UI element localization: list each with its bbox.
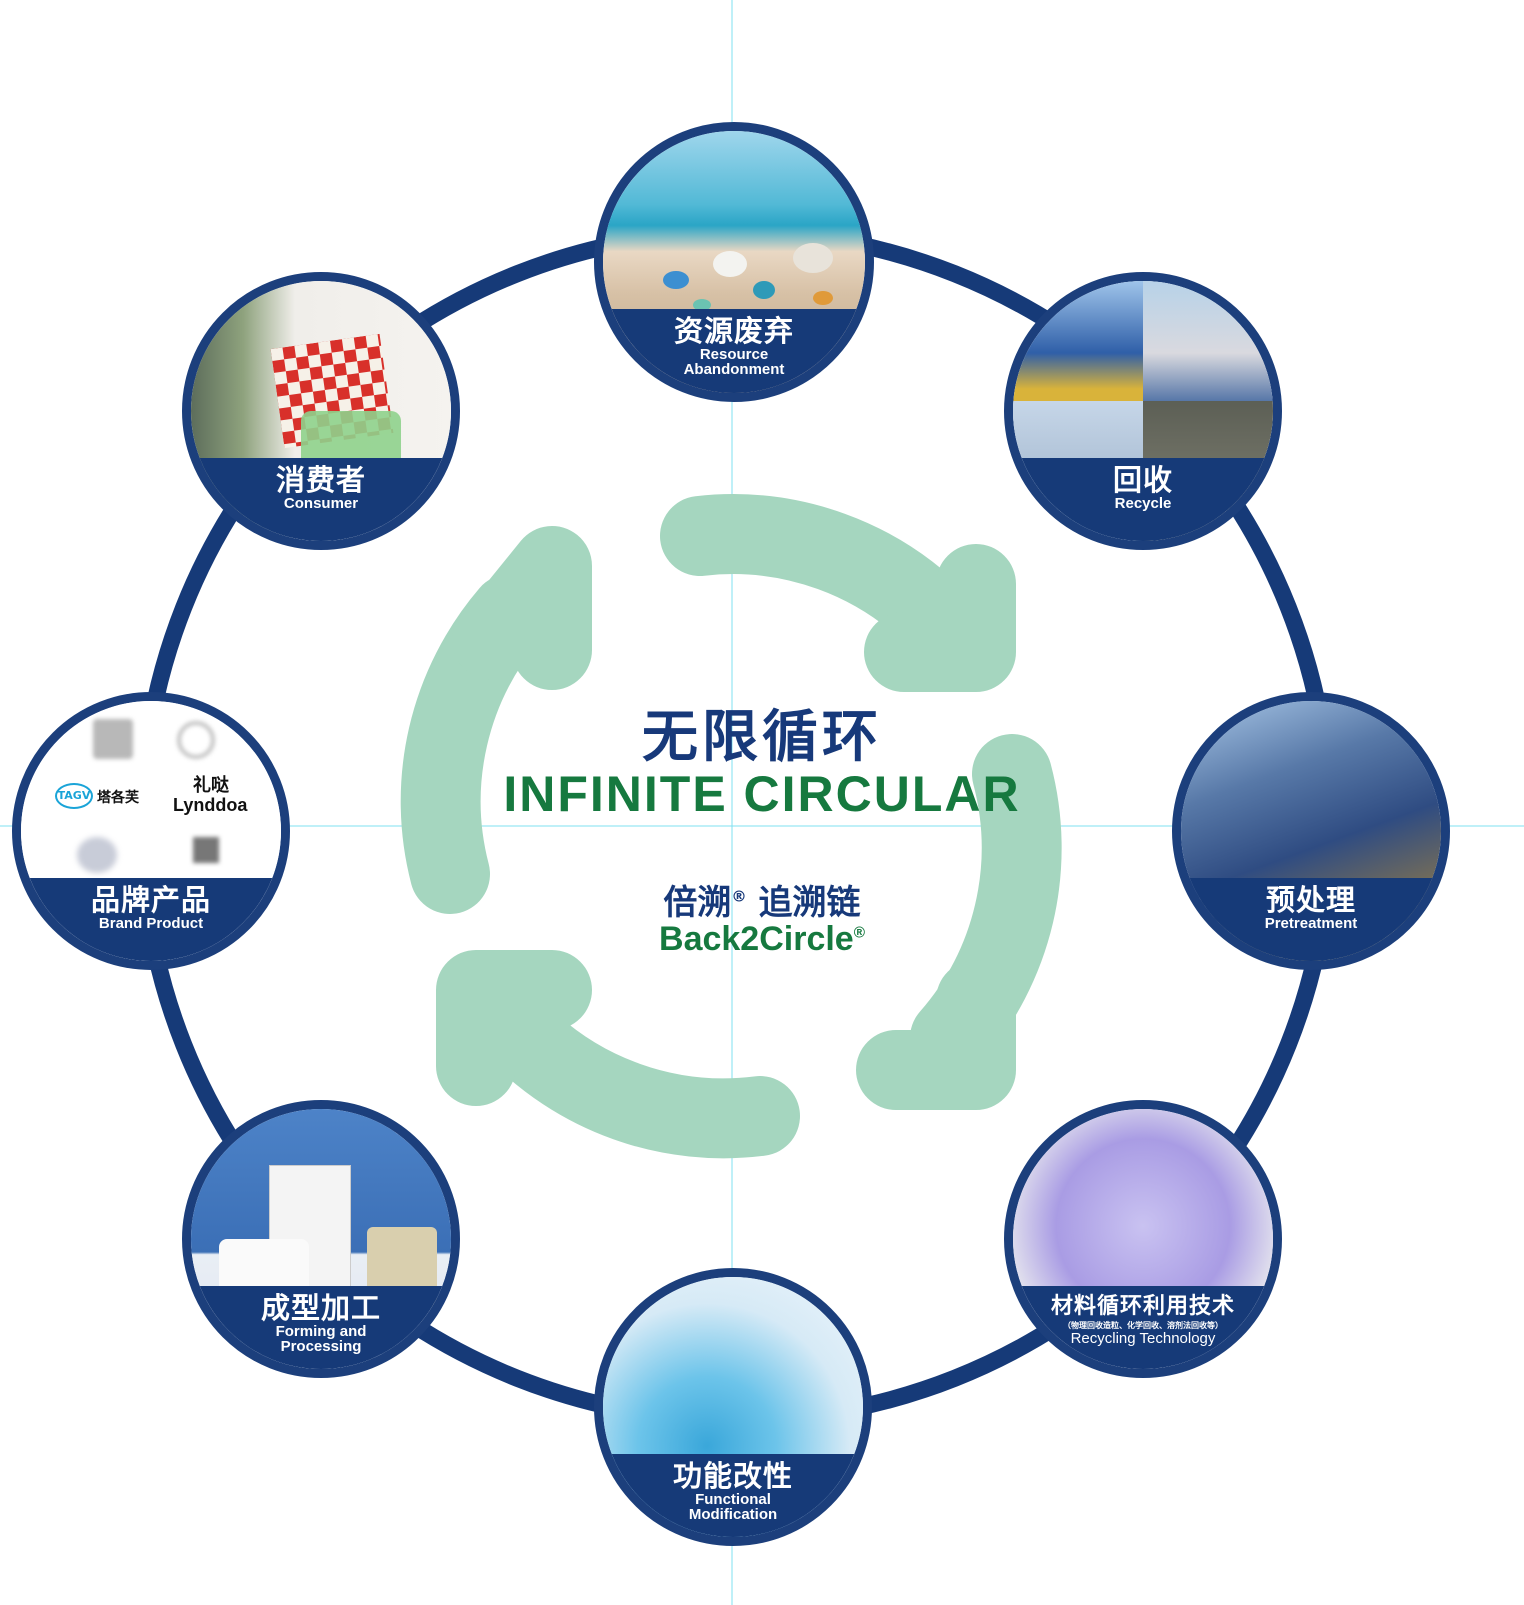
node-label-en-line2: Processing — [280, 1337, 362, 1355]
brand-cn-part-a: 倍溯 — [663, 883, 732, 923]
node-label-band: 消费者 Consumer — [191, 457, 451, 541]
lynddoa-logo-cn: 礼哒 — [193, 775, 229, 795]
node-label-en: Resource — [699, 346, 769, 364]
arrow-head-left — [452, 526, 592, 690]
node-label-cn: 品牌产品 — [90, 882, 211, 917]
arrow-arc-top — [660, 494, 982, 664]
node-label-en-line2: Abandonment — [683, 361, 785, 379]
node-label-cn: 消费者 — [275, 462, 366, 497]
blurred-logo-icon — [193, 837, 219, 863]
arrow-head-right — [856, 960, 1016, 1110]
registered-mark: ® — [853, 924, 865, 942]
node-label-cn: 功能改性 — [672, 1458, 793, 1493]
node-label-en: Functional — [695, 1490, 771, 1508]
node-label-cn: 预处理 — [1265, 882, 1356, 917]
tagv-logo-text: 塔各芙 — [97, 789, 139, 805]
brand-cn-part-b: 追溯链 — [746, 883, 861, 923]
arrow-head-top — [864, 544, 1016, 692]
lynddoa-logo-en: Lynddoa — [173, 795, 248, 815]
brand-name-english: Back2Circle® — [0, 920, 1524, 959]
node-pretreatment: 预处理 Pretreatment — [1172, 692, 1450, 970]
node-label-band: 功能改性 Functional Modification — [603, 1453, 863, 1537]
blurred-logo-icon — [177, 721, 215, 759]
node-label-cn: 回收 — [1112, 462, 1173, 497]
brand-en-text: Back2Circle — [659, 920, 854, 958]
node-label-cn: 成型加工 — [260, 1290, 381, 1325]
node-recycle: 回收 Recycle — [1004, 272, 1282, 550]
node-resource-abandonment: 资源废弃 Resource Abandonment — [594, 122, 874, 402]
node-label-band: 回收 Recycle — [1013, 457, 1273, 541]
arrow-head-bottom — [436, 950, 592, 1106]
brand-name-chinese: 倍溯® 追溯链 — [0, 875, 1524, 924]
blurred-logo-icon — [77, 837, 117, 873]
blurred-logo-icon — [93, 719, 133, 759]
node-label-cn: 材料循环利用技术 — [1050, 1293, 1235, 1319]
node-label-en: Recycling Technology — [1070, 1329, 1216, 1347]
node-consumer: 消费者 Consumer — [182, 272, 460, 550]
node-label-band: 资源废弃 Resource Abandonment — [603, 309, 865, 393]
node-brand-product: TAGV 塔各芙 礼哒 Lynddoa 品牌产品 Brand Product — [12, 692, 290, 970]
node-label-band: 品牌产品 Brand Product — [21, 877, 281, 961]
node-forming-processing: 成型加工 Forming and Processing — [182, 1100, 460, 1378]
node-label-en: Forming and — [275, 1322, 367, 1340]
node-recycling-technology: 材料循环利用技术 （物理回收造粒、化学回收、溶剂法回收等） Recycling … — [1004, 1100, 1282, 1378]
node-functional-modification: 功能改性 Functional Modification — [594, 1268, 872, 1546]
registered-mark: ® — [731, 887, 747, 906]
node-label-band: 预处理 Pretreatment — [1181, 877, 1441, 961]
node-label-en: Consumer — [283, 494, 359, 512]
node-label-en: Recycle — [1114, 494, 1172, 512]
arrow-arc-bottom — [474, 988, 800, 1159]
center-title-english: INFINITE CIRCULAR — [503, 766, 1021, 822]
node-label-cn: 资源废弃 — [673, 314, 794, 349]
arrow-heads — [436, 526, 1016, 1110]
node-label-sub: （物理回收造粒、化学回收、溶剂法回收等） — [1063, 1320, 1223, 1330]
node-label-band: 成型加工 Forming and Processing — [191, 1285, 451, 1369]
node-label-en: Brand Product — [98, 914, 204, 932]
node-label-band: 材料循环利用技术 （物理回收造粒、化学回收、溶剂法回收等） Recycling … — [1013, 1285, 1273, 1369]
tagv-logo-icon: TAGV — [55, 783, 93, 809]
node-label-en: Pretreatment — [1264, 914, 1358, 932]
center-title-chinese: 无限循环 — [642, 705, 882, 770]
node-label-en-line2: Modification — [688, 1505, 778, 1523]
